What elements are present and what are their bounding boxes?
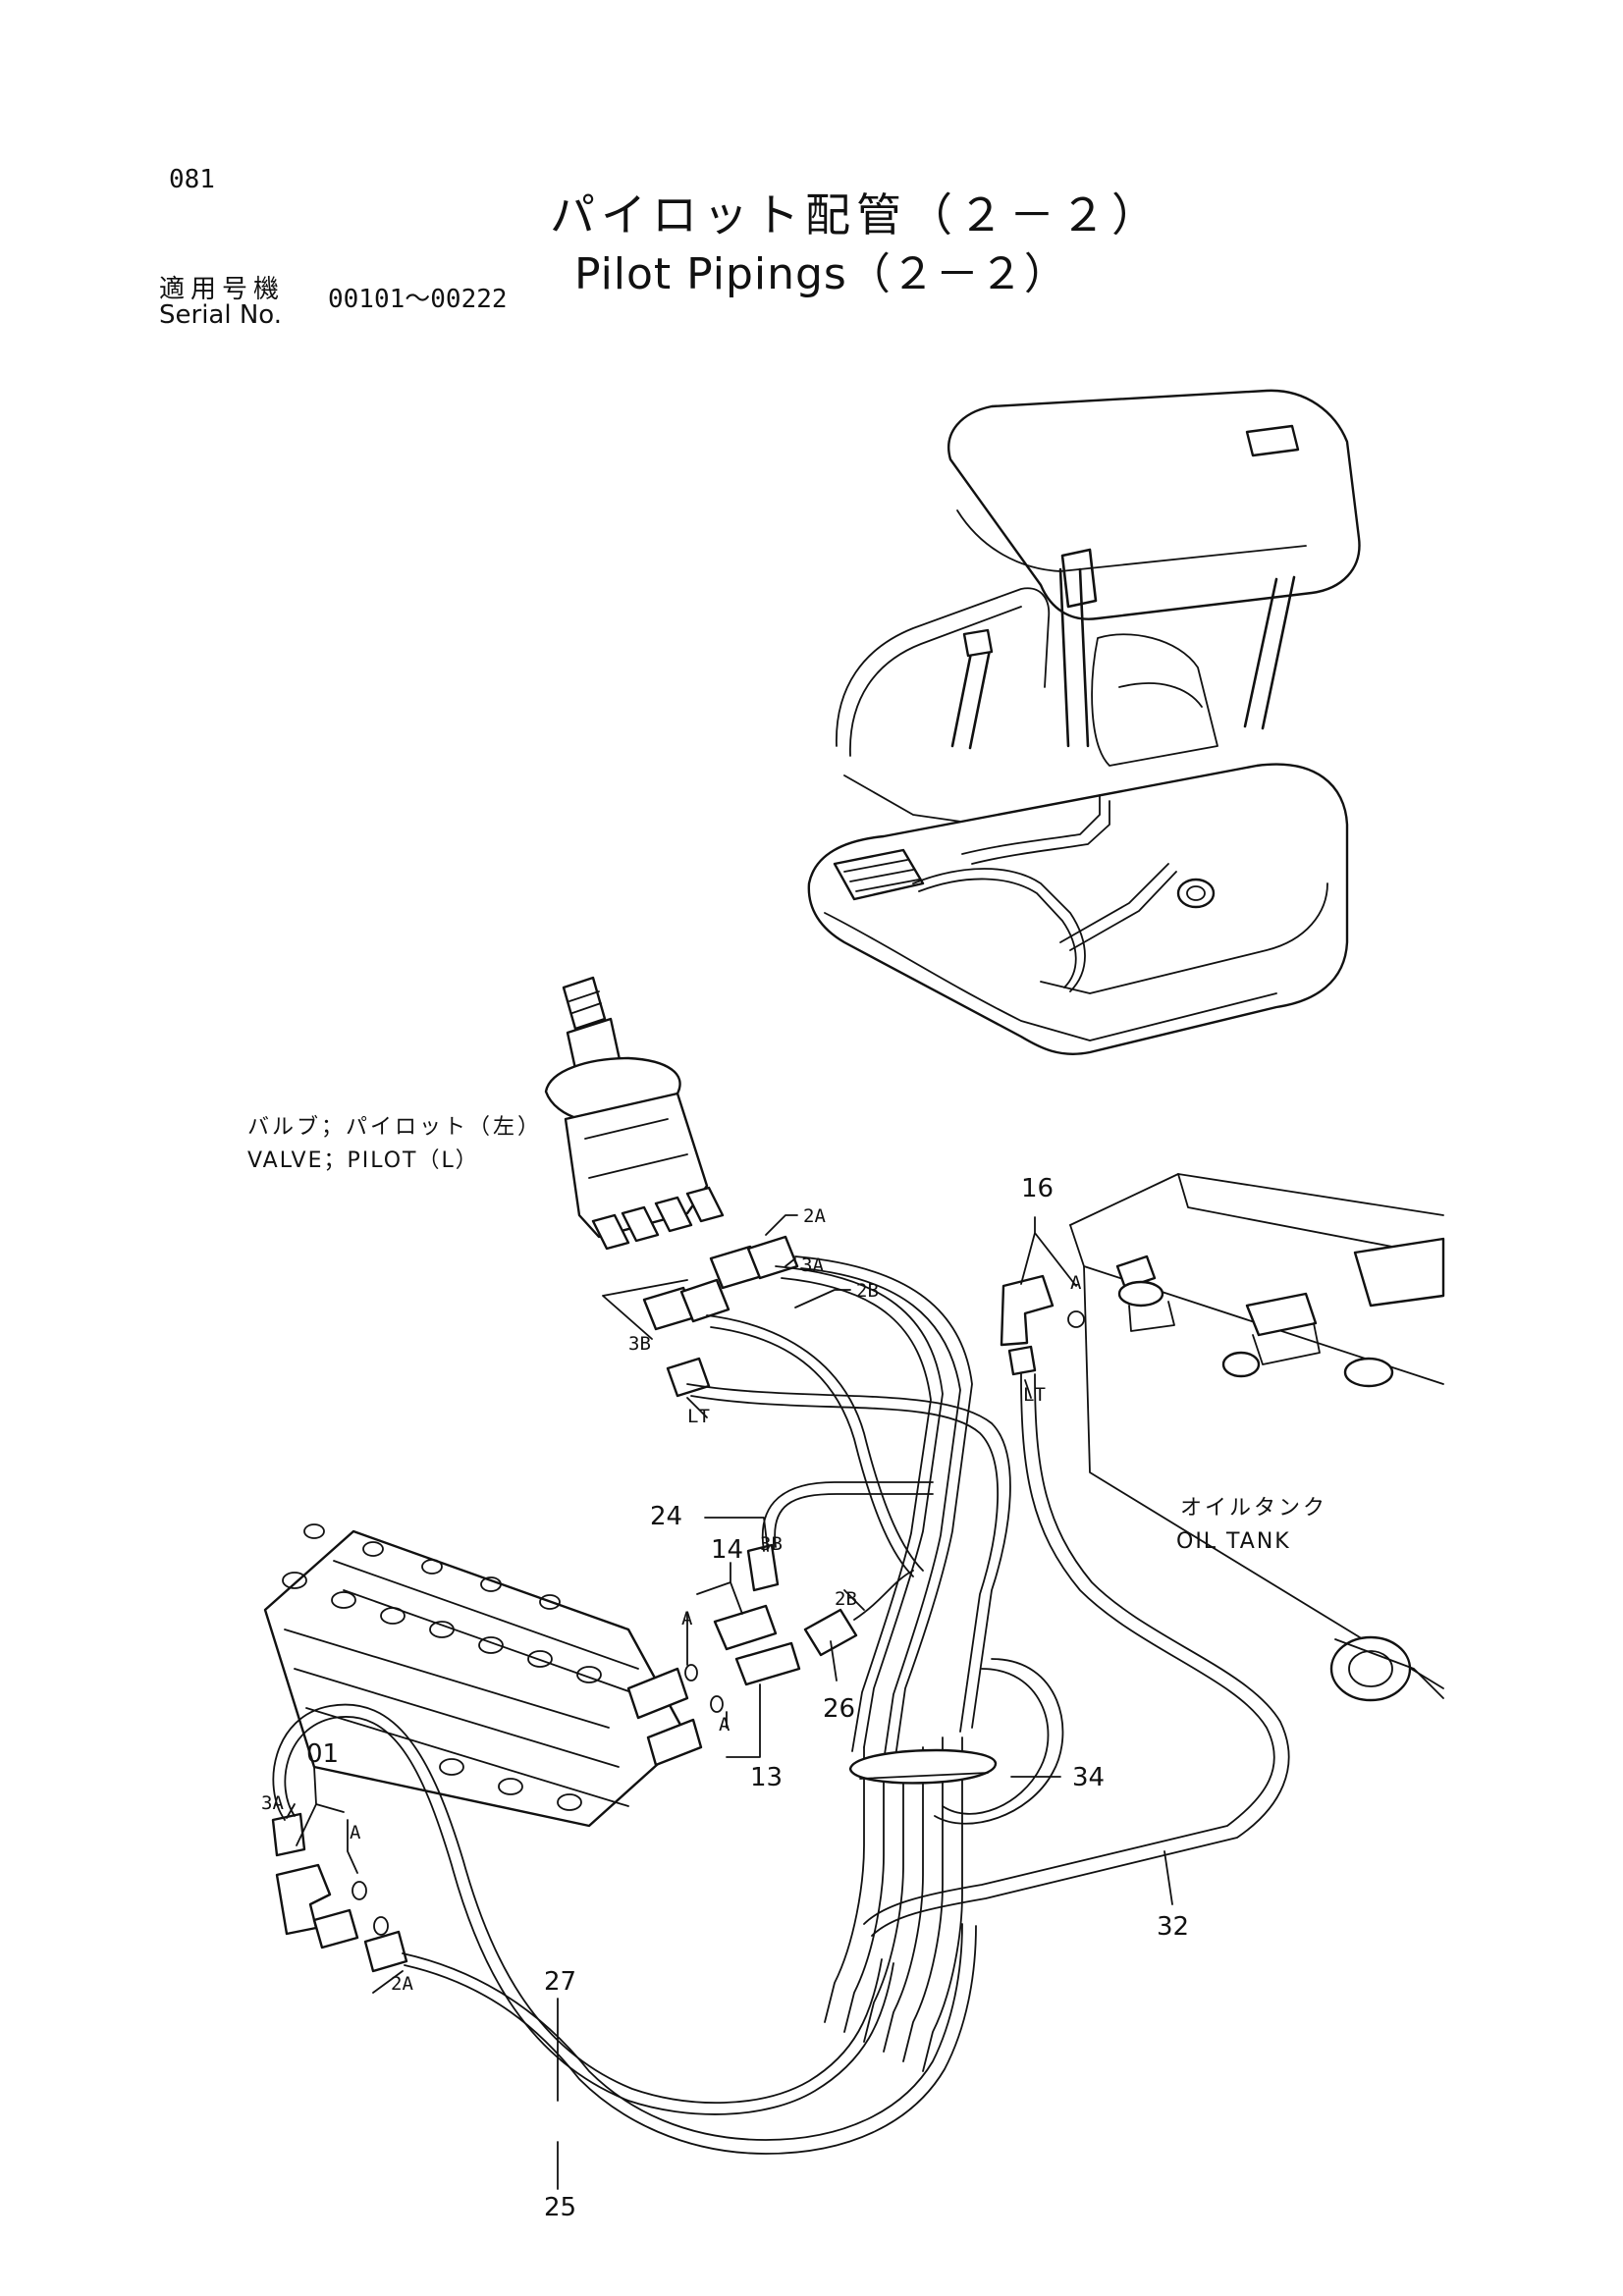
port-label-3b-mid: 3B	[760, 1533, 783, 1555]
oil-tank-label-en: OIL TANK	[1176, 1529, 1291, 1554]
part-number-34: 34	[1072, 1763, 1106, 1792]
port-label-2b-mid: 2B	[835, 1588, 857, 1610]
page-title-ja: パイロット配管（２－２）	[550, 188, 1163, 241]
port-label-lt-tank: LT	[1023, 1384, 1046, 1406]
port-label-2b-top: 2B	[856, 1280, 879, 1302]
oil-tank-label-ja: オイルタンク	[1180, 1496, 1328, 1521]
port-label-2a-left: 2A	[391, 1973, 413, 1995]
port-label-a-mid-upper: A	[681, 1608, 693, 1629]
port-label-a-tank: A	[1070, 1272, 1082, 1294]
serial-range: 00101～00222	[328, 285, 508, 314]
hose-bundle	[272, 1255, 1290, 2155]
machine-overview-drawing	[807, 389, 1361, 1055]
pilot-valve-label-en: VALVE；PILOT（L）	[247, 1148, 479, 1173]
oil-tank-drawing	[1069, 1173, 1445, 1702]
port-label-a-mid-lower: A	[719, 1714, 730, 1735]
part-number-32: 32	[1157, 1912, 1190, 1942]
pilot-valve-left	[544, 976, 725, 1251]
port-label-2a-top: 2A	[803, 1205, 826, 1227]
port-label-3a-top: 3A	[801, 1255, 824, 1276]
serial-label-ja: 適用号機	[159, 275, 286, 304]
control-valve-drawing	[263, 1523, 703, 1828]
part-number-26: 26	[823, 1694, 856, 1724]
port-label-3a-left: 3A	[261, 1792, 284, 1814]
part-number-25: 25	[544, 2193, 577, 2222]
part-number-16: 16	[1021, 1174, 1055, 1203]
leader-lines	[286, 1214, 1173, 2190]
part-number-14: 14	[711, 1535, 744, 1565]
serial-label-en: Serial No.	[159, 300, 282, 330]
part-number-13: 13	[750, 1763, 784, 1792]
part-number-24: 24	[650, 1502, 683, 1531]
part-number-01: 01	[306, 1739, 340, 1769]
port-label-3b-top: 3B	[628, 1333, 651, 1355]
part-number-27: 27	[544, 1967, 577, 1997]
page-number: 081	[169, 165, 215, 194]
port-label-lt-top: LT	[687, 1406, 710, 1427]
page-title-en: Pilot Pipings（２－２）	[574, 249, 1068, 299]
port-label-a-left: A	[350, 1822, 361, 1843]
pilot-valve-label-ja: バルブ；パイロット（左）	[247, 1115, 543, 1140]
fittings	[271, 1235, 1085, 1973]
